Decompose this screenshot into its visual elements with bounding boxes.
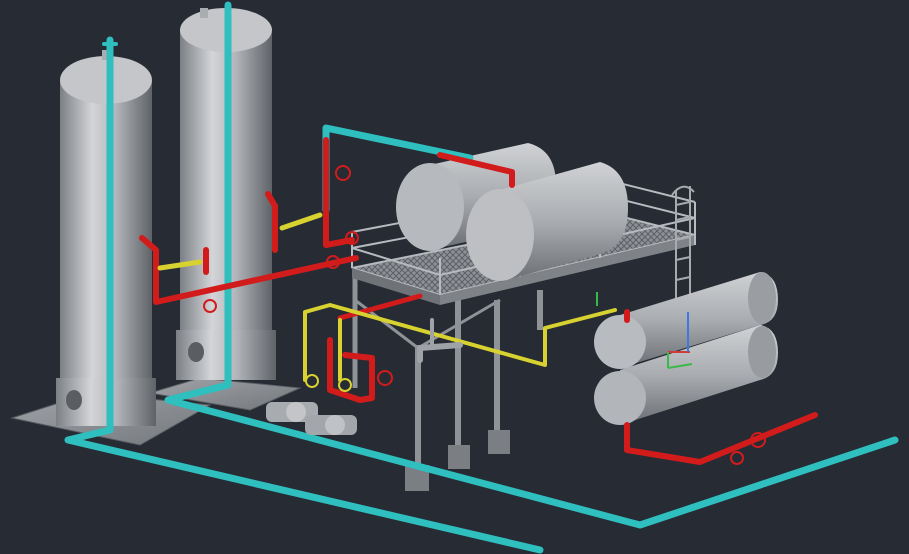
horizontal-drum-front[interactable] — [466, 162, 628, 282]
ucs-axis-icon — [596, 292, 693, 369]
pump-left[interactable] — [266, 402, 318, 422]
yellow-pipe-network[interactable] — [157, 212, 617, 392]
heat-exchanger-top[interactable] — [594, 272, 778, 369]
red-pipe-network[interactable] — [139, 137, 818, 465]
heat-exchanger-bottom[interactable] — [594, 325, 778, 425]
vertical-vessel-left[interactable] — [56, 50, 156, 426]
grey-pipe-network[interactable] — [417, 318, 463, 363]
access-ladder[interactable] — [671, 185, 695, 300]
pump-right[interactable] — [305, 415, 357, 435]
